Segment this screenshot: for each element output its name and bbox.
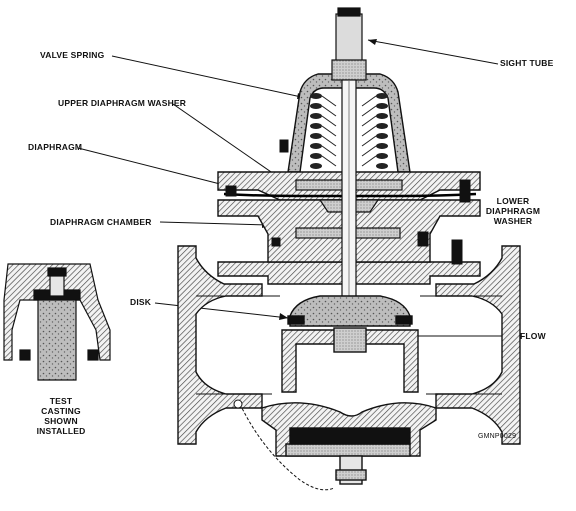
label-test-casting-line-3: SHOWN [44,416,78,426]
sight-tube [335,13,363,63]
case-bolts [225,139,471,265]
label-upper-diaphragm-washer: UPPER DIAPHRAGM WASHER [58,98,187,108]
label-diaphragm-chamber: DIAPHRAGM CHAMBER [50,217,152,227]
leader-sight-tube [367,39,499,65]
label-sight-tube: SIGHT TUBE [500,58,554,68]
leader-diaphragm-chamber [159,221,271,226]
leader-diaphragm [77,147,229,187]
label-lower-diaphragm-washer-line-3: WASHER [493,216,533,226]
label-valve-spring: VALVE SPRING [40,50,105,60]
valve-spring-coils [310,93,388,169]
label-test-casting-line-4: INSTALLED [36,426,86,436]
bottom-cap [285,443,411,457]
figure-code: GMNP0029 [478,433,517,440]
label-lower-diaphragm-washer-line-1: LOWER [496,196,530,206]
leader-valve-spring [111,55,307,99]
drain-line [239,403,335,491]
label-flow: FLOW [520,331,546,341]
label-test-casting: TEST CASTING SHOWN INSTALLED [26,396,96,436]
lower-guide [289,427,411,445]
label-test-casting-line-1: TEST [49,396,73,406]
label-test-casting-line-2: CASTING [41,406,81,416]
flow-passage [196,295,502,395]
disk [289,295,411,327]
leader-disk [154,302,289,319]
test-casting-inset [3,263,111,381]
label-lower-diaphragm-washer-line-2: DIAPHRAGM [485,206,541,216]
label-disk: DISK [130,297,152,307]
disk-assembly [281,295,419,445]
spring-body [321,95,377,167]
disk-nut [333,327,367,353]
valve-stem [331,7,367,307]
label-lower-diaphragm-washer: LOWER DIAPHRAGM WASHER [478,196,548,226]
label-diaphragm: DIAPHRAGM [28,142,83,152]
